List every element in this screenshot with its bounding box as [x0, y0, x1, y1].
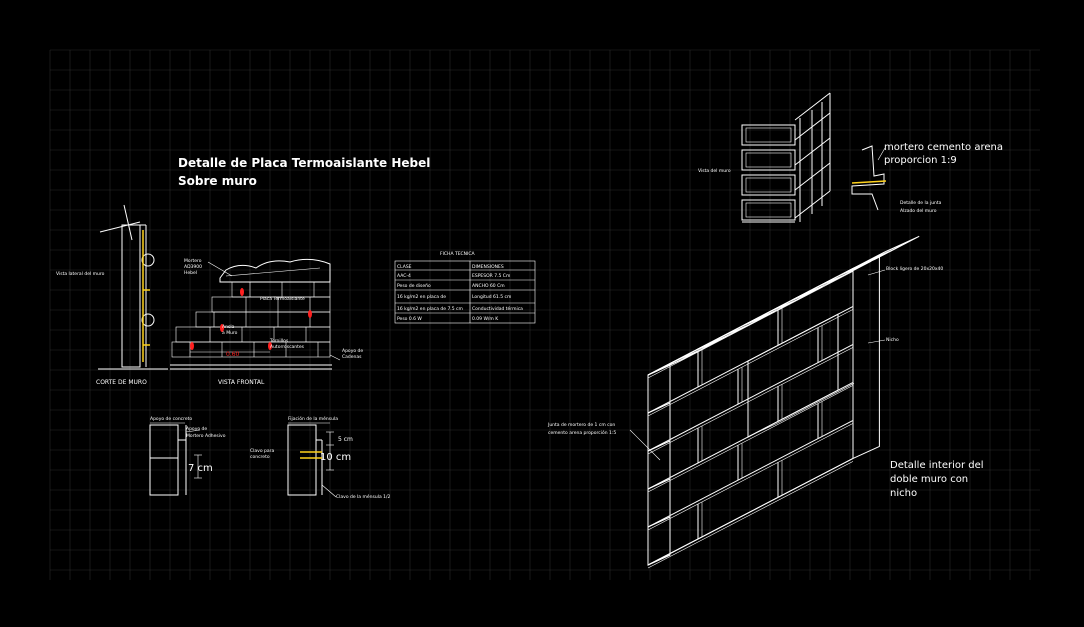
spec-cell: CLASE [397, 264, 412, 270]
top-right-mortar-1: mortero cemento arena [884, 142, 1003, 153]
sub-right-dim-1: 5 cm [338, 436, 353, 443]
spec-cell: ANCHO 60 Cm [472, 283, 505, 289]
spec-cell: Longitud 61.5 cm [472, 294, 511, 300]
sub-left-dim: 7 cm [188, 463, 213, 474]
spec-cell: 16 kg/m2 en placa de 7.5 cm [397, 306, 463, 312]
spec-cell: Peso de diseño [397, 283, 431, 289]
wall-title-2: doble muro con [890, 474, 968, 485]
wall-title-3: nicho [890, 488, 917, 499]
left-detail-title-1: Detalle de Placa Termoaislante Hebel [178, 156, 430, 170]
top-right-mortar-2: proporcion 1:9 [884, 155, 957, 166]
caption-front-view: VISTA FRONTAL [218, 379, 265, 386]
mortar-label-1: Mortero [184, 258, 202, 264]
spec-table-title: FICHA TECNICA [440, 251, 476, 257]
spec-cell: ESPESOR 7.5 Cm [472, 273, 510, 279]
mortar-label-2: AD3900 [184, 264, 202, 270]
support-label-1: Apoyo de [342, 348, 363, 354]
sub-right-title: Fijación de la ménsula [288, 415, 338, 422]
wall-title-1: Detalle interior del [890, 460, 984, 471]
spec-cell: 16 kg/m2 en placa de [397, 294, 446, 300]
sub-right-bottom-label: Clavo de la ménsula 1/2 [336, 493, 391, 500]
sub-detail-support: Apoyo de concreto Apoyo de Mortero Adhes… [149, 416, 226, 496]
side-view-label: Vista lateral del muro [56, 271, 105, 277]
spec-cell: 0.09 W/m K [472, 316, 499, 322]
top-right-detail-2: Alzado del muro [900, 208, 937, 214]
left-detail: Detalle de Placa Termoaislante Hebel Sob… [56, 156, 430, 386]
sub-right-dim-2: 10 cm [320, 452, 351, 463]
top-right-detail: Vista del muro mortero cemento arena pro… [698, 92, 1003, 223]
isometric-wall: Block ligero de 20x20x40 Nicho Junta de … [547, 235, 984, 569]
support-label-2: Cadenas [342, 354, 362, 360]
caption-wall-section: CORTE DE MURO [96, 379, 147, 386]
left-detail-title-2: Sobre muro [178, 174, 257, 188]
mortar-joint-label-1: Junta de mortero de 1 cm con [547, 422, 615, 428]
top-right-detail-1: Detalle de la junta [900, 200, 942, 206]
niche-label: Nicho [886, 337, 899, 343]
block-label: Block ligero de 20x20x40 [886, 266, 943, 272]
spec-cell: DIMENSIONES [472, 264, 504, 270]
anchor-label-2: a Muro [222, 330, 238, 336]
spec-cell: Conductividad térmica [472, 305, 523, 312]
sub-detail-fixing: Fijación de la ménsula Clavo para concre… [250, 415, 391, 500]
anchor-label-1: Ancla [222, 324, 235, 330]
spec-cell: Peso 0.6 W [397, 316, 422, 322]
sub-left-title: Apoyo de concreto [150, 416, 192, 422]
mortar-label-3: Hebel [184, 270, 197, 276]
front-dimension: 0.60 [226, 351, 240, 358]
spec-cell: AAC-4 [397, 273, 411, 279]
fastener-label-1: Tornillos [269, 338, 289, 344]
sub-left-label-2: Mortero Adhesivo [186, 433, 226, 439]
wall-section-side [98, 204, 168, 370]
plate-label: Placa Termoaislante [260, 296, 305, 302]
fastener-label-2: Autorroscantes [270, 344, 305, 350]
sub-left-label-1: Apoyo de [186, 426, 207, 432]
spec-table: FICHA TECNICA CLASE DIMENSIONES AAC-4 ES… [394, 251, 536, 324]
front-view: 0.60 [170, 258, 341, 370]
sub-right-label-1: Clavo para [250, 448, 274, 454]
top-right-view-label: Vista del muro [698, 168, 731, 174]
sub-right-label-2: concreto [250, 454, 270, 460]
mortar-joint-label-2: cemento arena proporción 1:5 [548, 429, 616, 436]
